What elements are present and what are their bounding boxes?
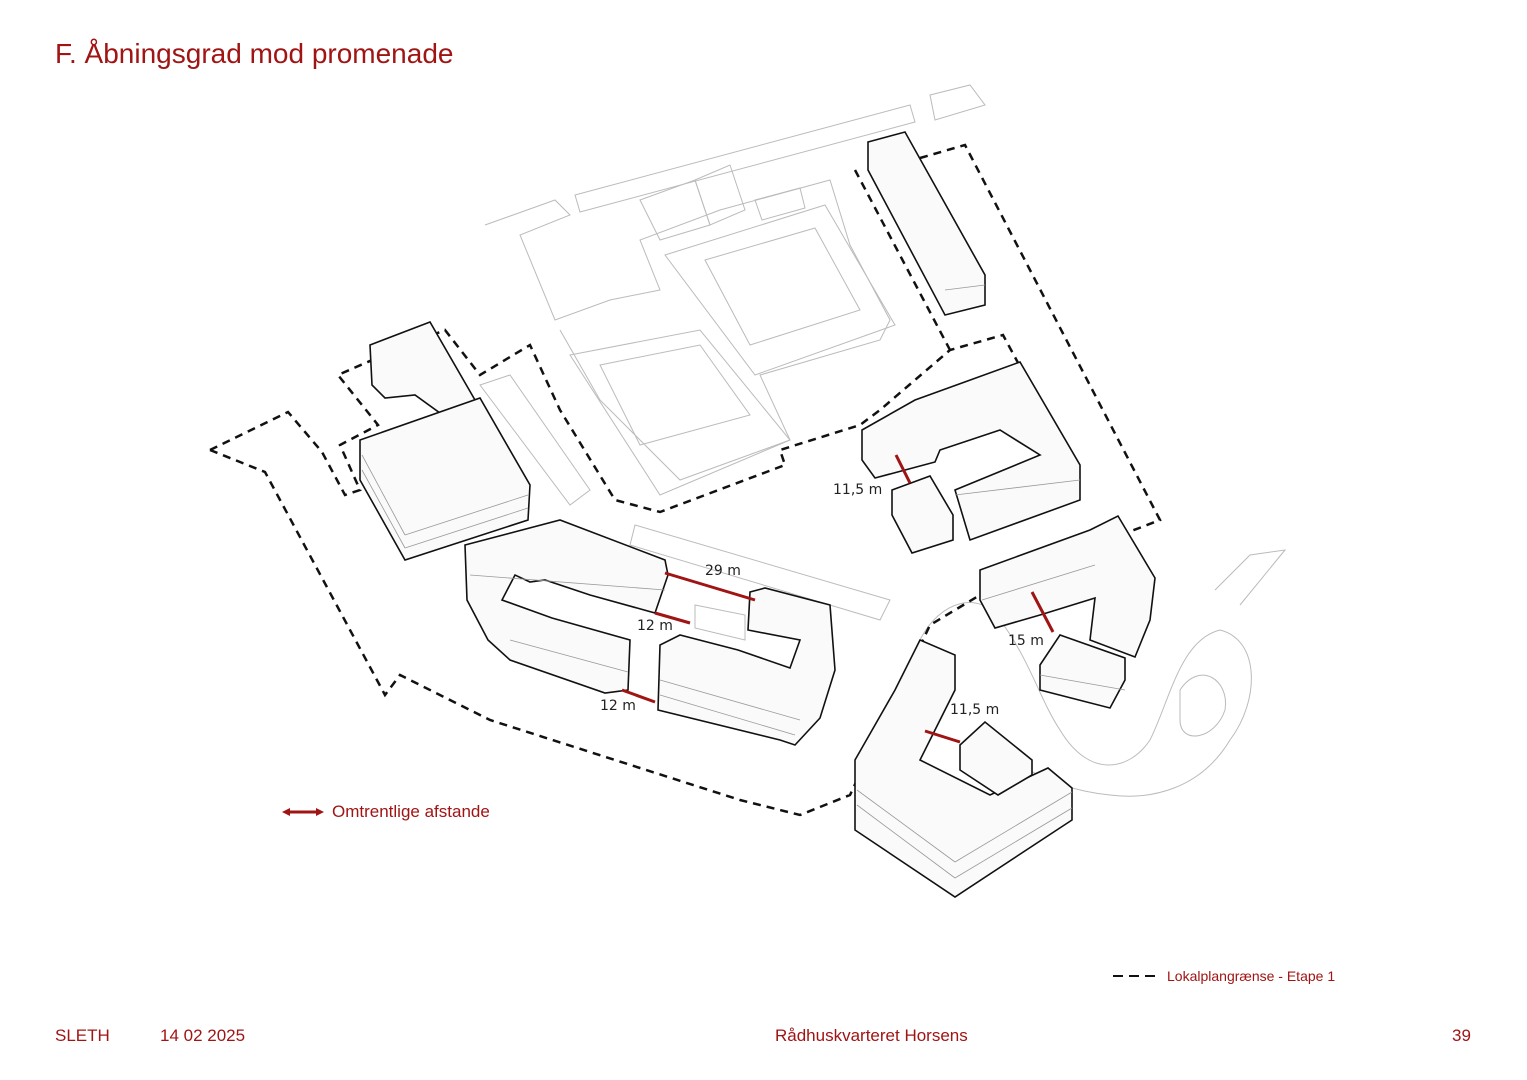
dimension-label-12m: 12 m (600, 698, 636, 714)
page-number: 39 (1452, 1026, 1471, 1045)
dashed-line-icon (1113, 975, 1155, 977)
page-title: F. Åbningsgrad mod promenade (55, 38, 454, 69)
dimension-label-11-5m: 11,5 m (833, 482, 882, 498)
dimension-label-11-5m: 11,5 m (950, 702, 999, 718)
legend-distances: Omtrentlige afstande (282, 802, 490, 822)
proposed-buildings (359, 131, 1156, 898)
distance-arrows (621, 454, 1055, 744)
footer-brand: SLETH (55, 1026, 110, 1045)
footer-project: Rådhuskvarteret Horsens (775, 1026, 968, 1045)
dimension-label-12m: 12 m (637, 618, 673, 634)
legend-boundary: Lokalplangrænse - Etape 1 (1113, 968, 1335, 984)
double-arrow-icon (282, 808, 324, 816)
floor-lines (361, 284, 1126, 879)
dimension-label-29m: 29 m (705, 563, 741, 579)
legend-distances-label: Omtrentlige afstande (332, 802, 490, 821)
footer-date: 14 02 2025 (160, 1026, 246, 1045)
context-buildings (479, 84, 1287, 797)
legend-boundary-label: Lokalplangrænse - Etape 1 (1167, 968, 1336, 984)
dimension-label-15m: 15 m (1008, 633, 1044, 649)
